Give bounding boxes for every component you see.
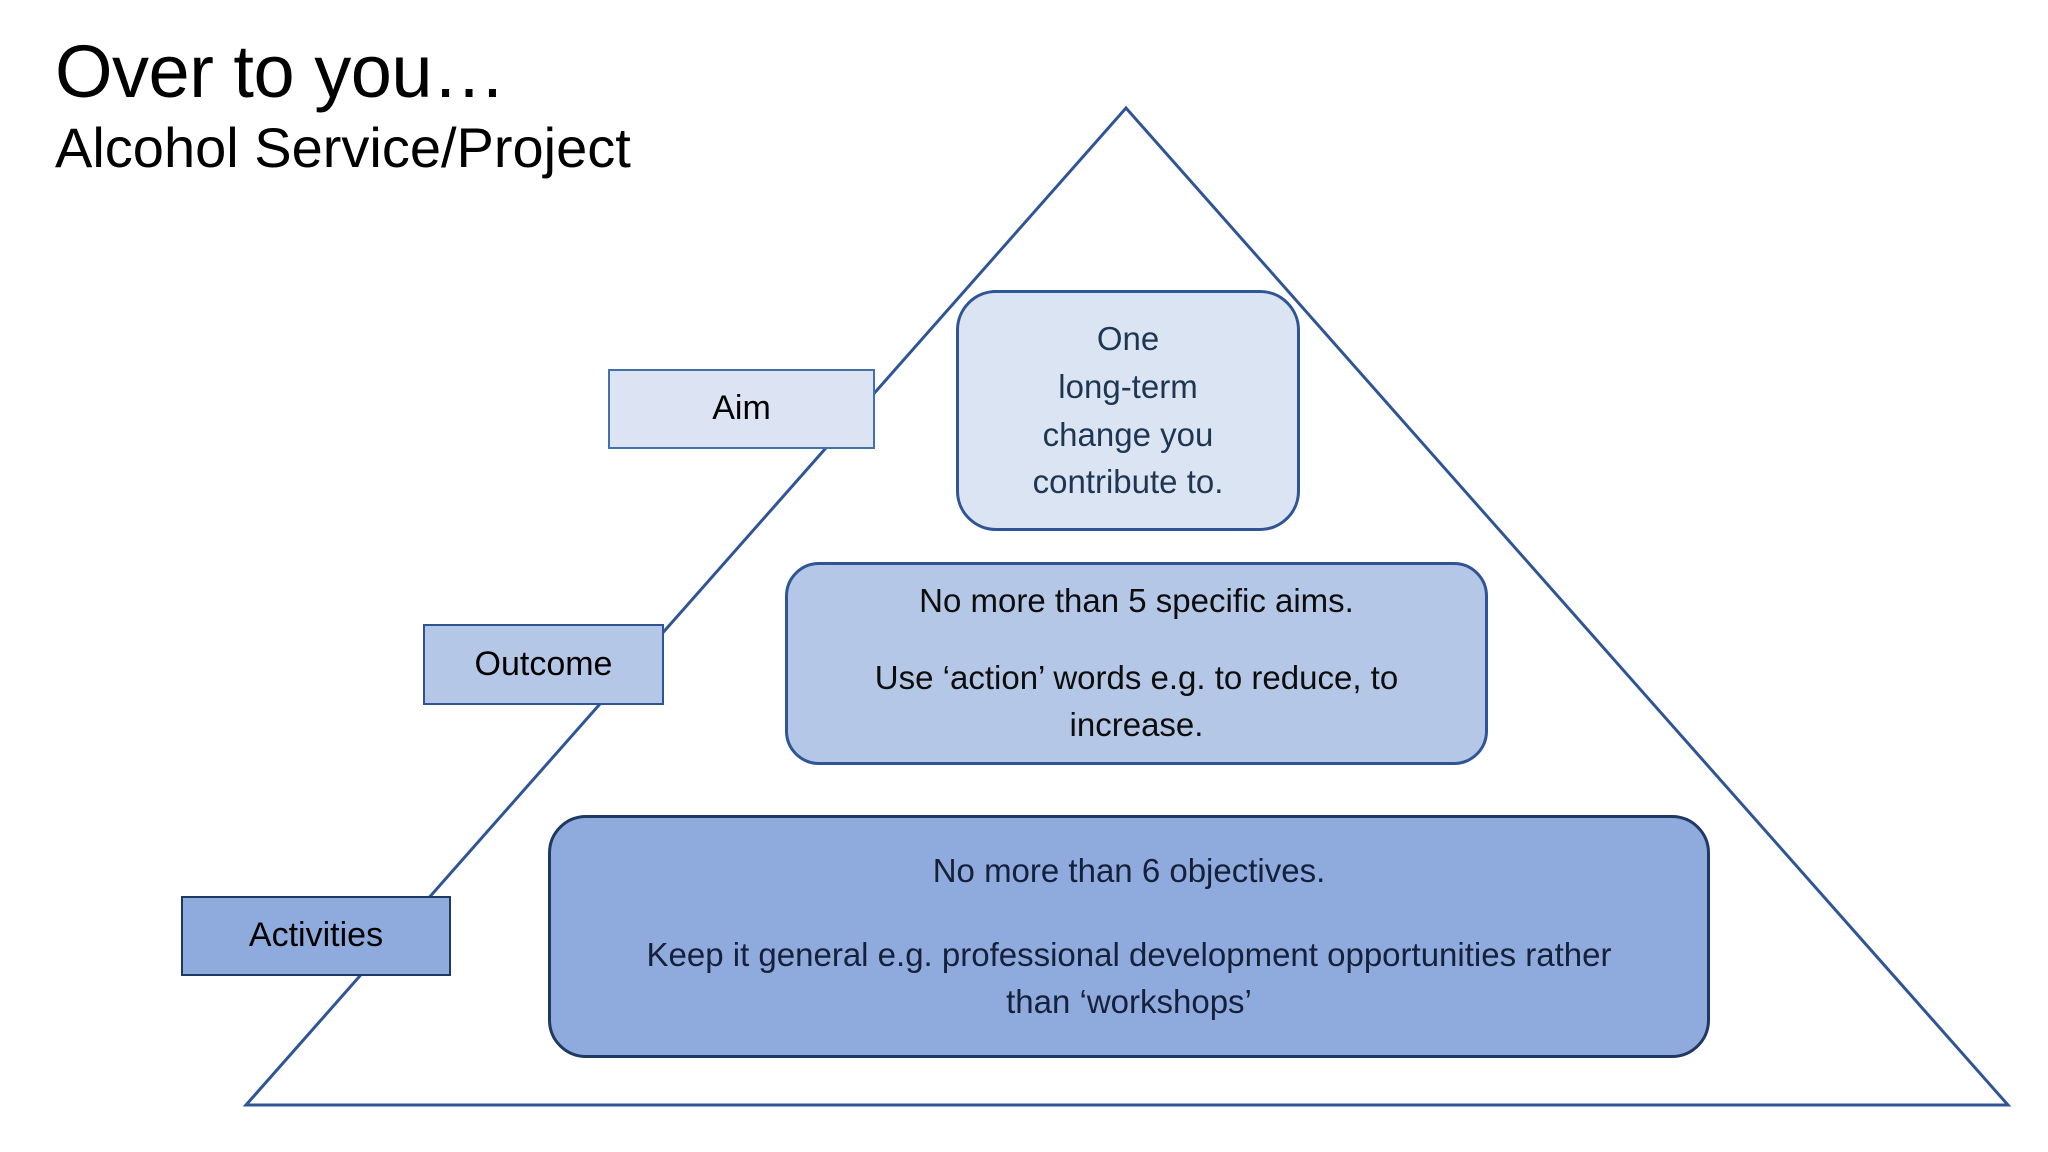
content-box-outcome[interactable]: No more than 5 specific aims. Use ‘actio… (785, 562, 1488, 765)
page-title: Over to you… (55, 30, 506, 113)
stage-label-outcome[interactable]: Outcome (423, 624, 664, 705)
outcome-line-1: No more than 5 specific aims. (919, 582, 1354, 620)
title-block: Over to you… Alcohol Service/Project (55, 30, 955, 179)
stage-label-aim-text: Aim (712, 389, 771, 428)
stage-label-activities-text: Activities (248, 916, 384, 955)
outcome-line-3: increase. (1069, 705, 1204, 743)
content-box-activities[interactable]: No more than 6 objectives. Keep it gener… (548, 815, 1710, 1058)
content-box-aim[interactable]: One long-term change you contribute to. (956, 290, 1300, 531)
activities-line-3: than ‘workshops’ (1006, 983, 1252, 1021)
aim-line-4: contribute to. (1032, 463, 1224, 501)
stage-label-outcome-text: Outcome (474, 644, 613, 683)
activities-line-2: Keep it general e.g. professional develo… (646, 935, 1612, 973)
aim-line-3: change you (1042, 415, 1214, 453)
aim-line-1: One (1096, 320, 1160, 358)
stage-label-activities[interactable]: Activities (181, 896, 451, 976)
activities-line-1: No more than 6 objectives. (932, 851, 1326, 889)
stage-label-aim[interactable]: Aim (608, 369, 875, 449)
page-subtitle: Alcohol Service/Project (55, 115, 631, 179)
outcome-line-2: Use ‘action’ words e.g. to reduce, to (874, 659, 1399, 697)
aim-line-2: long-term (1058, 367, 1198, 405)
